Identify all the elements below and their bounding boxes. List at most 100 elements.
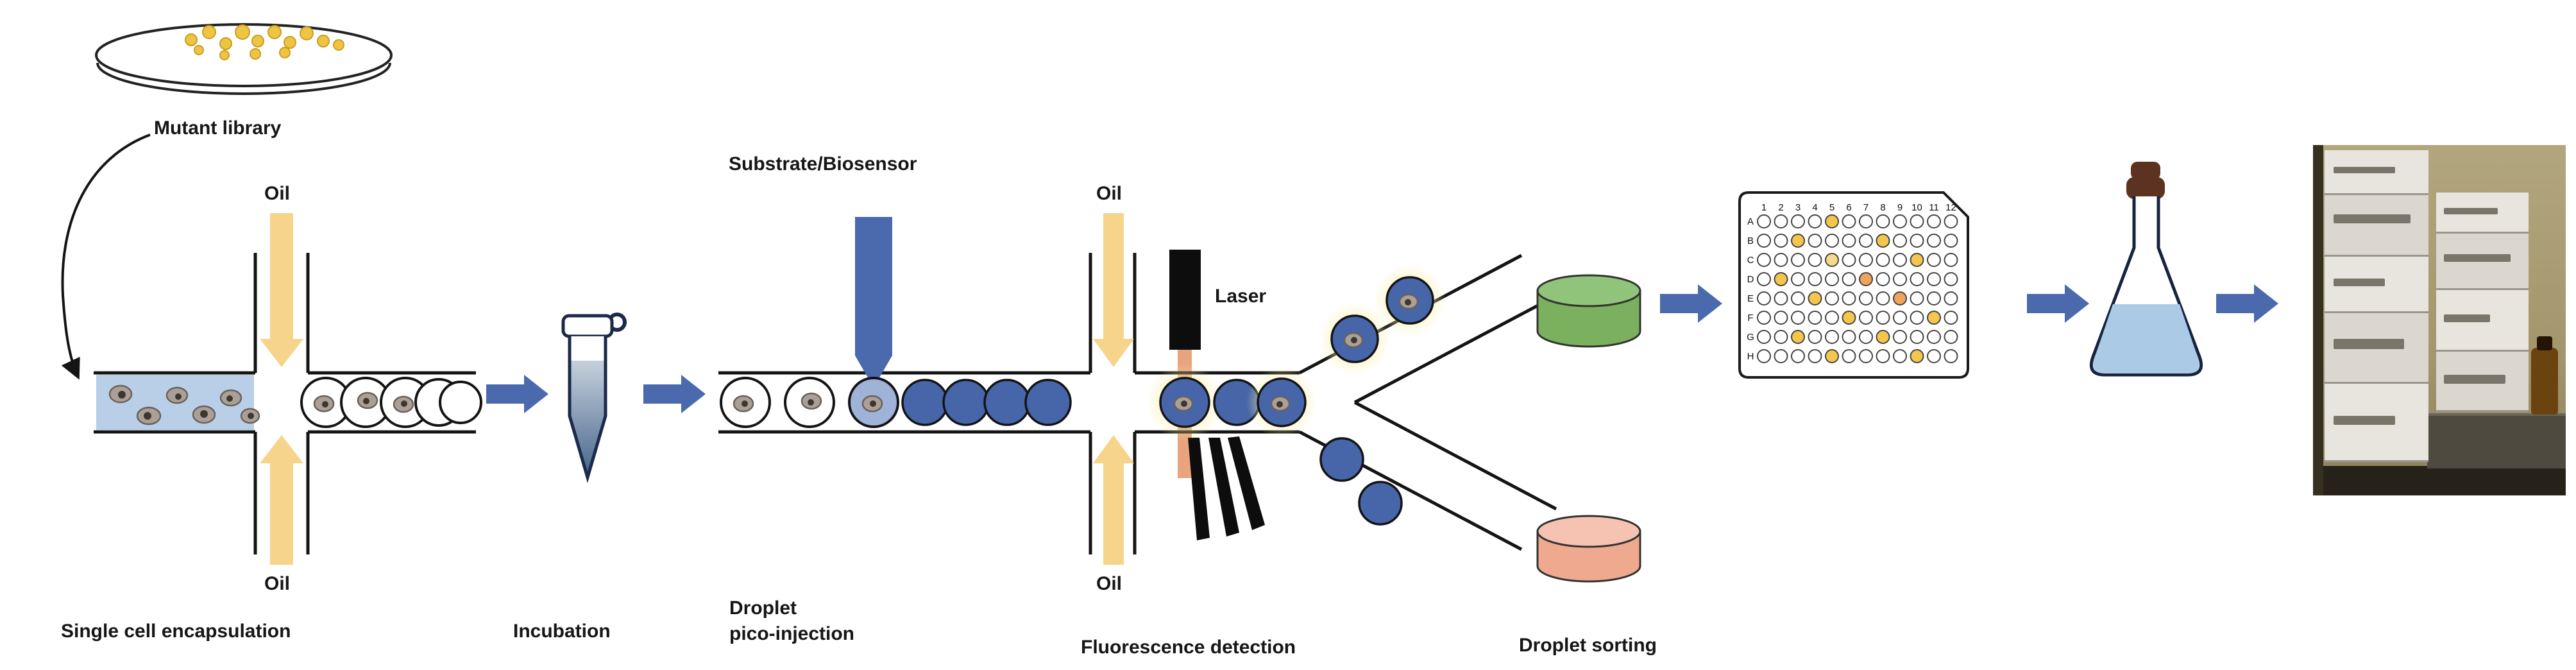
well-F10 [1910, 311, 1924, 325]
well-G1 [1757, 330, 1771, 344]
well-D12 [1944, 272, 1958, 286]
well-C7 [1859, 253, 1873, 267]
well-D5 [1825, 272, 1839, 286]
well-B4 [1808, 234, 1822, 248]
well-G10 [1910, 330, 1924, 344]
well-E8 [1876, 291, 1890, 305]
well-B6 [1842, 234, 1856, 248]
oil-label-top-left: Oil [264, 183, 291, 204]
well-D4 [1808, 272, 1822, 286]
well-B1 [1757, 234, 1771, 248]
well-H6 [1842, 349, 1856, 363]
well-F4 [1808, 311, 1822, 325]
well-A1 [1757, 214, 1771, 228]
well-F11 [1927, 311, 1941, 325]
well-E10 [1910, 291, 1924, 305]
well-C1 [1757, 253, 1771, 267]
well-A11 [1927, 214, 1941, 228]
photo-floor [2313, 466, 2566, 495]
well-F8 [1876, 311, 1890, 325]
petri-dish [95, 23, 393, 95]
plate-column-label: 7 [1863, 202, 1868, 213]
plate-column-label: 3 [1795, 202, 1801, 213]
well-H10 [1910, 349, 1924, 363]
instrument-stack-left [2325, 150, 2428, 470]
detection-droplets [1146, 364, 1317, 441]
well-D9 [1893, 272, 1907, 286]
well-E3 [1791, 291, 1805, 305]
well-B5 [1825, 234, 1839, 248]
equipment-photo [2313, 145, 2566, 495]
well-G3 [1791, 330, 1805, 344]
well-C5 [1825, 253, 1839, 267]
photo-cables [2313, 145, 2323, 495]
oil-label-top-right: Oil [1096, 183, 1123, 204]
droplet-pico-injection-label: Droplet pico-injection [729, 596, 854, 647]
well-B3 [1791, 234, 1805, 248]
well-F1 [1757, 311, 1771, 325]
well-E5 [1825, 291, 1839, 305]
plate-row-label: G [1747, 332, 1754, 343]
plate-row-label: A [1747, 216, 1754, 227]
well-A10 [1910, 214, 1924, 228]
well-E12 [1944, 291, 1958, 305]
well-F7 [1859, 311, 1873, 325]
pico-injection-channel-walls [718, 253, 1300, 554]
well-F6 [1842, 311, 1856, 325]
well-D11 [1927, 272, 1941, 286]
well-C9 [1893, 253, 1907, 267]
detection-optics [1188, 436, 1265, 540]
well-G9 [1893, 330, 1907, 344]
plate-column-label: 12 [1945, 202, 1956, 213]
substrate-injector [855, 217, 892, 388]
well-F9 [1893, 311, 1907, 325]
well-B12 [1944, 234, 1958, 248]
cell-suspension-inlet [96, 375, 260, 430]
plate-column-label: 2 [1778, 202, 1783, 213]
well-C10 [1910, 253, 1924, 267]
well-G8 [1876, 330, 1890, 344]
well-F2 [1774, 311, 1788, 325]
well-D6 [1842, 272, 1856, 286]
process-arrow-2 [643, 375, 706, 413]
well-A7 [1859, 214, 1873, 228]
well-H5 [1825, 349, 1839, 363]
well-A4 [1808, 214, 1822, 228]
well-A9 [1893, 214, 1907, 228]
well-G4 [1808, 330, 1822, 344]
single-cell-encapsulation-label: Single cell encapsulation [61, 621, 291, 642]
well-C12 [1944, 253, 1958, 267]
process-arrow-3 [1660, 284, 1722, 323]
plate-row-label: C [1747, 255, 1754, 266]
plate-column-label: 10 [1911, 202, 1922, 213]
well-H1 [1757, 349, 1771, 363]
process-arrow-5 [2216, 284, 2278, 323]
fluorescence-detection-label: Fluorescence detection [1081, 637, 1296, 658]
flask-stopper [2131, 162, 2160, 180]
collection-dish-negative [1536, 515, 1641, 583]
well-G12 [1944, 330, 1958, 344]
encapsulation-channel-walls [94, 253, 476, 554]
pico-injection-droplets [720, 377, 1072, 428]
well-B7 [1859, 234, 1873, 248]
well-H9 [1893, 349, 1907, 363]
well-C4 [1808, 253, 1822, 267]
oil-arrows-encapsulation [260, 213, 303, 565]
well-C6 [1842, 253, 1856, 267]
plate-column-label: 8 [1880, 202, 1885, 213]
well-A3 [1791, 214, 1805, 228]
droplet-pico-injection-line2: pico-injection [729, 623, 854, 644]
well-H11 [1927, 349, 1941, 363]
well-C11 [1927, 253, 1941, 267]
substrate-biosensor-label: Substrate/Biosensor [729, 153, 917, 175]
erlenmeyer-flask [2089, 162, 2203, 377]
mutant-library-label: Mutant library [154, 117, 282, 139]
curved-pointer-arrow [61, 133, 151, 380]
process-arrow-1 [486, 375, 548, 413]
well-H12 [1944, 349, 1958, 363]
oil-label-bottom-right: Oil [1096, 573, 1123, 594]
